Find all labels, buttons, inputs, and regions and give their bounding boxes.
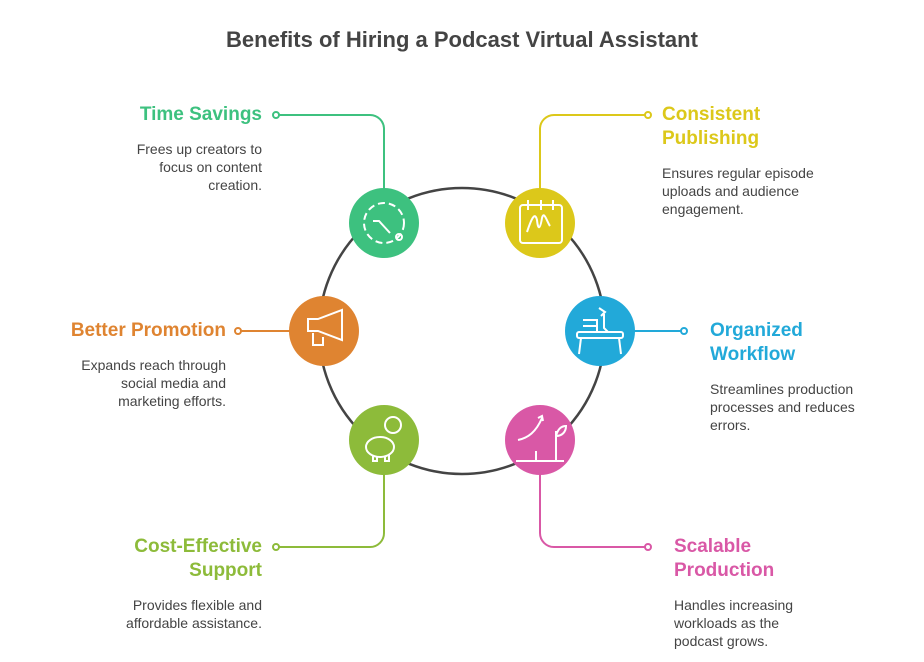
heading-consistent-publishing: Consistent Publishing — [662, 104, 761, 149]
heading-scalable-production: Scalable Production — [674, 536, 775, 581]
connector-dot — [644, 111, 652, 119]
connector-dot — [680, 327, 688, 335]
growth-plant-icon — [505, 405, 575, 475]
heading-organized-workflow: Organized Workflow — [710, 320, 803, 365]
desc-organized-workflow: Streamlines production processes and red… — [710, 381, 855, 433]
connector-scalable — [539, 474, 648, 548]
desk-icon — [565, 296, 635, 366]
heading-cost-effective-support: Cost-Effective Support — [134, 536, 262, 581]
heading-time-savings: Time Savings — [139, 104, 262, 125]
desc-consistent-publishing: Ensures regular episode uploads and audi… — [662, 165, 814, 217]
megaphone-icon — [289, 296, 359, 366]
connector-time-savings — [276, 114, 385, 190]
desc-better-promotion: Expands reach through social media and m… — [81, 357, 226, 409]
connector-consistent-publishing — [539, 114, 648, 190]
connector-dot — [644, 543, 652, 551]
connector-cost-effective — [276, 474, 385, 548]
connector-dot — [234, 327, 242, 335]
desc-time-savings: Frees up creators to focus on content cr… — [136, 141, 262, 193]
calendar-icon — [505, 188, 575, 258]
heading-better-promotion: Better Promotion — [70, 320, 226, 341]
piggy-bank-icon — [349, 405, 419, 475]
desc-scalable-production: Handles increasing workloads as the podc… — [674, 597, 794, 649]
clock-icon — [349, 188, 419, 258]
desc-cost-effective-support: Provides flexible and affordable assista… — [126, 597, 262, 631]
diagram-title: Benefits of Hiring a Podcast Virtual Ass… — [226, 27, 698, 52]
connector-dot — [272, 543, 280, 551]
connector-dot — [272, 111, 280, 119]
